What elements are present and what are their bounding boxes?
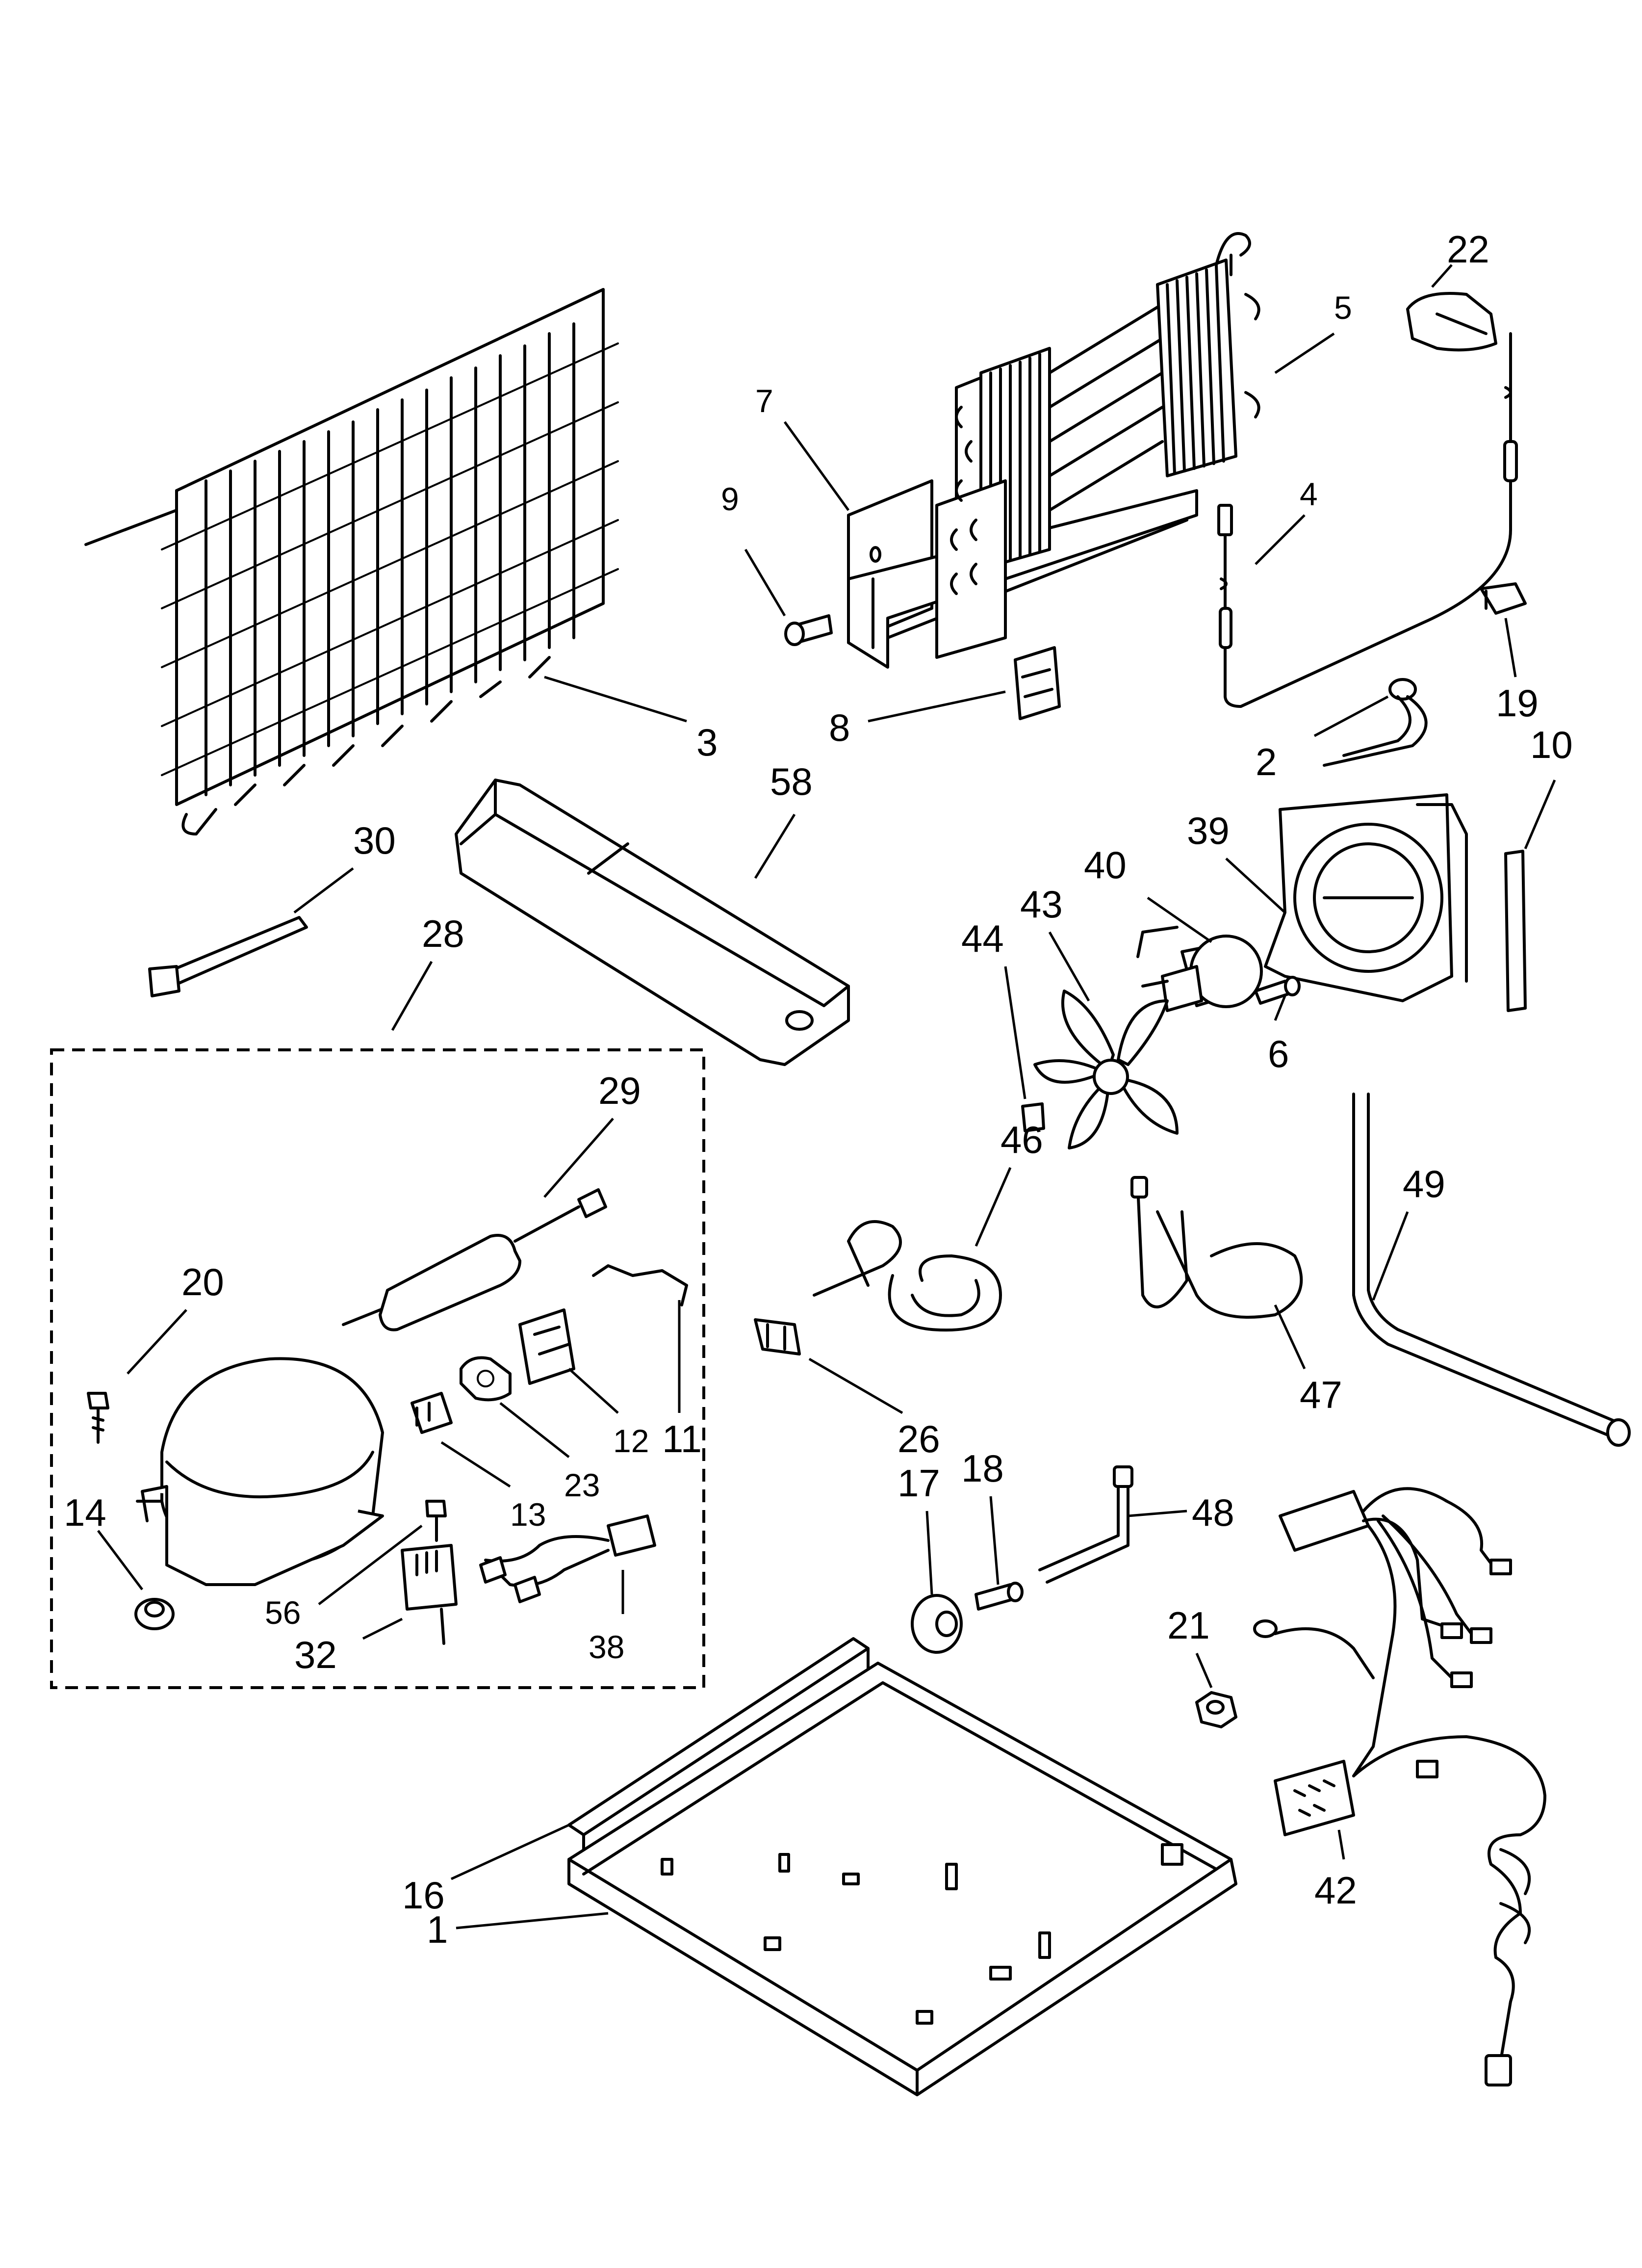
part-bolt-20 (87, 1392, 109, 1444)
part-cap-22 (1406, 292, 1497, 352)
callout-44: 44 (961, 917, 1004, 960)
part-roller-17 (911, 1594, 963, 1654)
part-wire-clip-11 (592, 1264, 688, 1306)
callout-38: 38 (589, 1629, 624, 1665)
part-overload-23 (460, 1356, 512, 1402)
part-main-harness-42 (1253, 1487, 1546, 2086)
part-relay-12 (518, 1308, 575, 1385)
part-screw-6 (1254, 976, 1301, 1005)
callout-4: 4 (1300, 476, 1318, 512)
part-grommet-2 (1323, 678, 1428, 767)
callout-26: 26 (898, 1417, 940, 1460)
callout-16: 16 (402, 1874, 445, 1917)
callout-19: 19 (1496, 681, 1539, 725)
part-screw-56 (425, 1500, 447, 1542)
part-tube-47 (1130, 1176, 1303, 1319)
part-fan-shroud-39 (1264, 793, 1468, 1002)
part-nut-21 (1195, 1691, 1237, 1728)
part-terminal-13 (410, 1392, 453, 1434)
callout-9: 9 (721, 481, 739, 517)
part-condenser-coil (84, 288, 619, 835)
callout-8: 8 (829, 706, 850, 749)
callout-49: 49 (1403, 1162, 1445, 1205)
part-compressor (136, 1357, 384, 1586)
callout-46: 46 (1001, 1118, 1043, 1161)
part-clip-19 (1480, 582, 1527, 615)
callout-32: 32 (294, 1633, 337, 1676)
part-axle-18 (975, 1582, 1024, 1611)
part-drain-trough-58 (455, 779, 850, 1066)
part-tube-48 (1038, 1465, 1133, 1584)
callout-14: 14 (64, 1491, 106, 1534)
callout-43: 43 (1020, 883, 1063, 926)
callout-42: 42 (1314, 1869, 1357, 1912)
callout-5: 5 (1334, 289, 1352, 326)
part-drain-hose-46 (813, 1220, 1002, 1332)
callout-39: 39 (1187, 809, 1230, 852)
callout-23: 23 (564, 1467, 600, 1503)
callout-48: 48 (1192, 1491, 1234, 1534)
callout-7: 7 (755, 383, 773, 419)
part-capillary-49 (1352, 1093, 1631, 1447)
part-evaporator (935, 232, 1260, 659)
callout-47: 47 (1300, 1373, 1342, 1416)
part-fan-motor-40 (1136, 926, 1263, 1012)
leader-lines (97, 264, 1556, 1929)
part-clip-8 (1014, 646, 1061, 720)
part-evaporator-bracket (847, 479, 1198, 669)
callout-28: 28 (422, 912, 464, 955)
callout-22: 22 (1447, 228, 1489, 271)
part-base-pan-1 (567, 1662, 1237, 2096)
callout-13: 13 (510, 1496, 546, 1533)
callout-1: 1 (427, 1908, 448, 1951)
part-harness-38 (479, 1514, 656, 1603)
part-grommet-14 (134, 1598, 175, 1630)
part-capacitor-32 (401, 1544, 458, 1645)
callout-11: 11 (662, 1417, 702, 1460)
compressor-kit-boundary (50, 1048, 705, 1689)
callout-30: 30 (353, 819, 396, 862)
part-screw-9 (784, 614, 833, 646)
part-strip-10 (1504, 850, 1527, 1012)
callout-20: 20 (181, 1260, 224, 1303)
part-fan-blade-43 (1033, 990, 1179, 1149)
callout-3: 3 (696, 721, 718, 764)
part-clip-44 (1021, 1102, 1045, 1132)
callout-labels: 22 5 7 9 4 3 8 19 2 10 58 39 30 40 28 43… (64, 228, 1573, 1951)
part-drier-29 (342, 1188, 607, 1331)
callout-2: 2 (1256, 740, 1277, 783)
callout-10: 10 (1530, 723, 1573, 766)
part-clip-26 (754, 1318, 801, 1356)
callout-18: 18 (961, 1447, 1004, 1490)
callout-21: 21 (1167, 1604, 1210, 1647)
callout-6: 6 (1268, 1032, 1289, 1075)
part-sensor-4 (1217, 332, 1518, 708)
part-cable-tie-30 (148, 916, 308, 997)
callout-17: 17 (898, 1461, 940, 1505)
callout-12: 12 (613, 1423, 649, 1459)
callout-40: 40 (1084, 843, 1127, 886)
callout-29: 29 (598, 1069, 641, 1112)
callout-58: 58 (770, 760, 813, 803)
callout-56: 56 (265, 1594, 301, 1631)
